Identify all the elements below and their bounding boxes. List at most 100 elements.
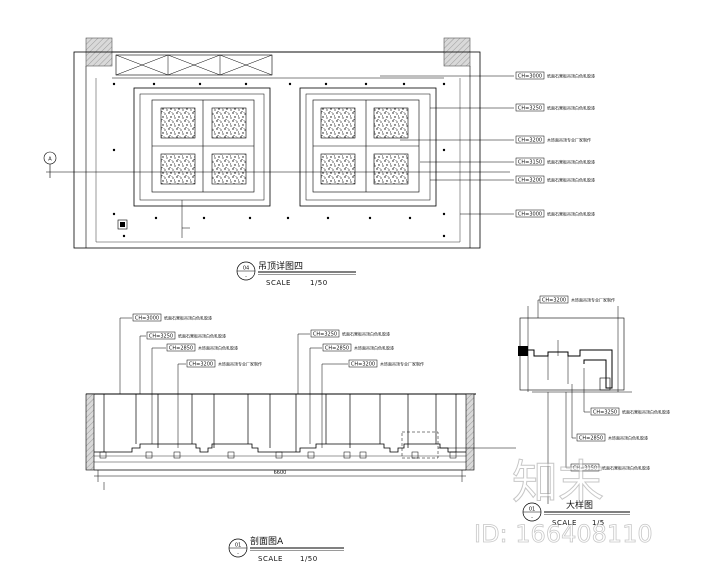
plan-scale-label: SCALE [266,279,291,287]
height-tag-note: 纸面石膏板吊顶白色乳胶漆 [622,408,670,414]
height-tag-note: 纸面石膏板吊顶白色乳胶漆 [342,330,390,336]
plan-title: 吊顶详图四 [258,260,303,272]
height-tag-label: CH=2850 [169,345,193,351]
height-tag-label: CH=3000 [135,315,159,321]
coffer-right [299,87,437,207]
height-tag-label: CH=3150 [573,465,597,471]
height-tag-note: 木饰面吊顶专业厂家制作 [218,360,262,366]
detail-drawing [518,299,632,504]
dimension-line: 6600 [94,470,466,490]
height-tag-note: 木饰面吊顶白色乳胶漆 [354,344,394,350]
height-tag-label: CH=3250 [593,409,617,415]
height-tag: CH=3200 木饰面吊顶专业厂家制作 [186,359,262,367]
light-panel [320,153,356,185]
height-tag-note: 纸面石膏板吊顶白色乳胶漆 [547,104,595,110]
detail-title: 大样图 [566,499,593,511]
height-tag-label: CH=3200 [518,137,542,143]
height-tag-note: 木饰面吊顶专业厂家制作 [380,360,424,366]
height-tag-label: CH=2850 [579,435,603,441]
section-tags: CH=3000 纸面石膏板吊顶白色乳胶漆 CH=3250 纸面石膏板吊顶白色乳胶… [132,313,424,367]
section-scale-label: SCALE [258,555,283,563]
detail-leaders [538,299,590,469]
height-tag: CH=3250 纸面石膏板吊顶白色乳胶漆 [146,331,226,339]
height-tag-note: 木饰面吊顶专业厂家制作 [547,136,591,142]
height-tag: CH=3200 木饰面吊顶专业厂家制作 [539,295,615,303]
height-tag-note: 纸面石膏板吊顶白色乳胶漆 [164,314,212,320]
light-panel [160,153,196,185]
height-tag-note: 纸面石膏板吊顶白色乳胶漆 [547,176,595,182]
detail-tags: CH=3200 木饰面吊顶专业厂家制作 CH=3250 纸面石膏板吊顶白色乳胶漆… [539,295,670,471]
detail-frame [519,317,625,391]
light-panel [373,153,409,185]
height-tag: CH=3150 纸面石膏板吊顶白色乳胶漆 [515,157,595,165]
watermark-logo-text: 知末 [512,455,604,509]
height-tag-note: 纸面石膏板吊顶白色乳胶漆 [547,158,595,164]
height-tag-note: 纸面石膏板吊顶白色乳胶漆 [602,464,650,470]
wall-left [85,393,95,471]
ceiling-plan: A [43,37,514,249]
height-tag-label: CH=3000 [518,211,542,217]
height-tag-note: 木饰面吊顶白色乳胶漆 [608,434,648,440]
section-title: 剖面图A [250,535,284,547]
height-tag-label: CH=2850 [325,345,349,351]
plan-title-block: 04 - 吊顶详图四 SCALE 1/50 [236,260,356,287]
detail-title-block: 01 - 大样图 SCALE 1/5 [522,499,630,527]
light-panel [211,153,247,185]
height-tag-label: CH=3000 [518,73,542,79]
plan-badge-sheet: - [245,274,247,280]
coffer-left [133,87,271,207]
section-title-block: 01 - 剖面图A SCALE 1/50 [228,535,344,563]
dimension-value: 6600 [274,470,287,476]
height-tag: CH=3200 木饰面吊顶专业厂家制作 [515,135,591,143]
air-vent-strip [115,54,273,76]
height-tag: CH=2850 木饰面吊顶白色乳胶漆 [166,343,238,351]
height-tag-label: CH=3250 [313,331,337,337]
light-panel [211,107,247,139]
hanger-rods [103,394,457,452]
ceiling-profile [94,443,466,453]
plan-badge-number: 04 [243,266,249,272]
detail-badge-sheet: - [531,515,533,521]
height-tag-note: 木饰面吊顶白色乳胶漆 [198,344,238,350]
height-tag: CH=3250 纸面石膏板吊顶白色乳胶漆 [590,407,670,415]
light-panel [373,107,409,139]
height-tag-label: CH=3200 [189,361,213,367]
section-scale-value: 1/50 [300,555,318,563]
height-tag: CH=3150 纸面石膏板吊顶白色乳胶漆 [570,463,650,471]
downlights [112,82,446,238]
height-tag: CH=3250 纸面石膏板吊顶白色乳胶漆 [515,103,595,111]
section-leaders [119,317,348,448]
section-badge-sheet: - [237,551,239,557]
watermark: 知末 ID: 166408110 [474,455,654,549]
plan-leaders [380,75,514,215]
height-tag: CH=2850 木饰面吊顶白色乳胶漆 [576,433,648,441]
axis-marker-label: A [48,157,52,163]
height-tag-note: 纸面石膏板吊顶白色乳胶漆 [547,210,595,216]
light-panel [160,107,196,139]
height-tag: CH=2850 木饰面吊顶白色乳胶漆 [322,343,394,351]
detail-callout [401,431,439,459]
height-tag-label: CH=3150 [518,159,542,165]
section-badge-number: 01 [235,543,241,549]
height-tag: CH=3200 纸面石膏板吊顶白色乳胶漆 [515,175,595,183]
height-tag: CH=3200 木饰面吊顶专业厂家制作 [348,359,424,367]
light-panel [320,107,356,139]
detail-badge-number: 01 [529,507,535,513]
access-panel-symbol [117,219,128,230]
height-tag: CH=3000 纸面石膏板吊顶白色乳胶漆 [515,71,595,79]
detail-scale-label: SCALE [552,519,577,527]
watermark-id-text: ID: 166408110 [474,520,653,548]
height-tag-note: 木饰面吊顶专业厂家制作 [571,296,615,302]
axis-marker: A [43,151,57,178]
section-a: 6600 [85,317,516,490]
height-tag-label: CH=3200 [351,361,375,367]
height-tag-label: CH=3200 [518,177,542,183]
height-tag-note: 纸面石膏板吊顶白色乳胶漆 [178,332,226,338]
plan-scale-value: 1/50 [310,279,328,287]
height-tag-note: 纸面石膏板吊顶白色乳胶漆 [547,72,595,78]
height-tag: CH=3250 纸面石膏板吊顶白色乳胶漆 [310,329,390,337]
height-tag: CH=3000 纸面石膏板吊顶白色乳胶漆 [132,313,212,321]
height-tag-label: CH=3200 [542,297,566,303]
height-tag-label: CH=3250 [149,333,173,339]
